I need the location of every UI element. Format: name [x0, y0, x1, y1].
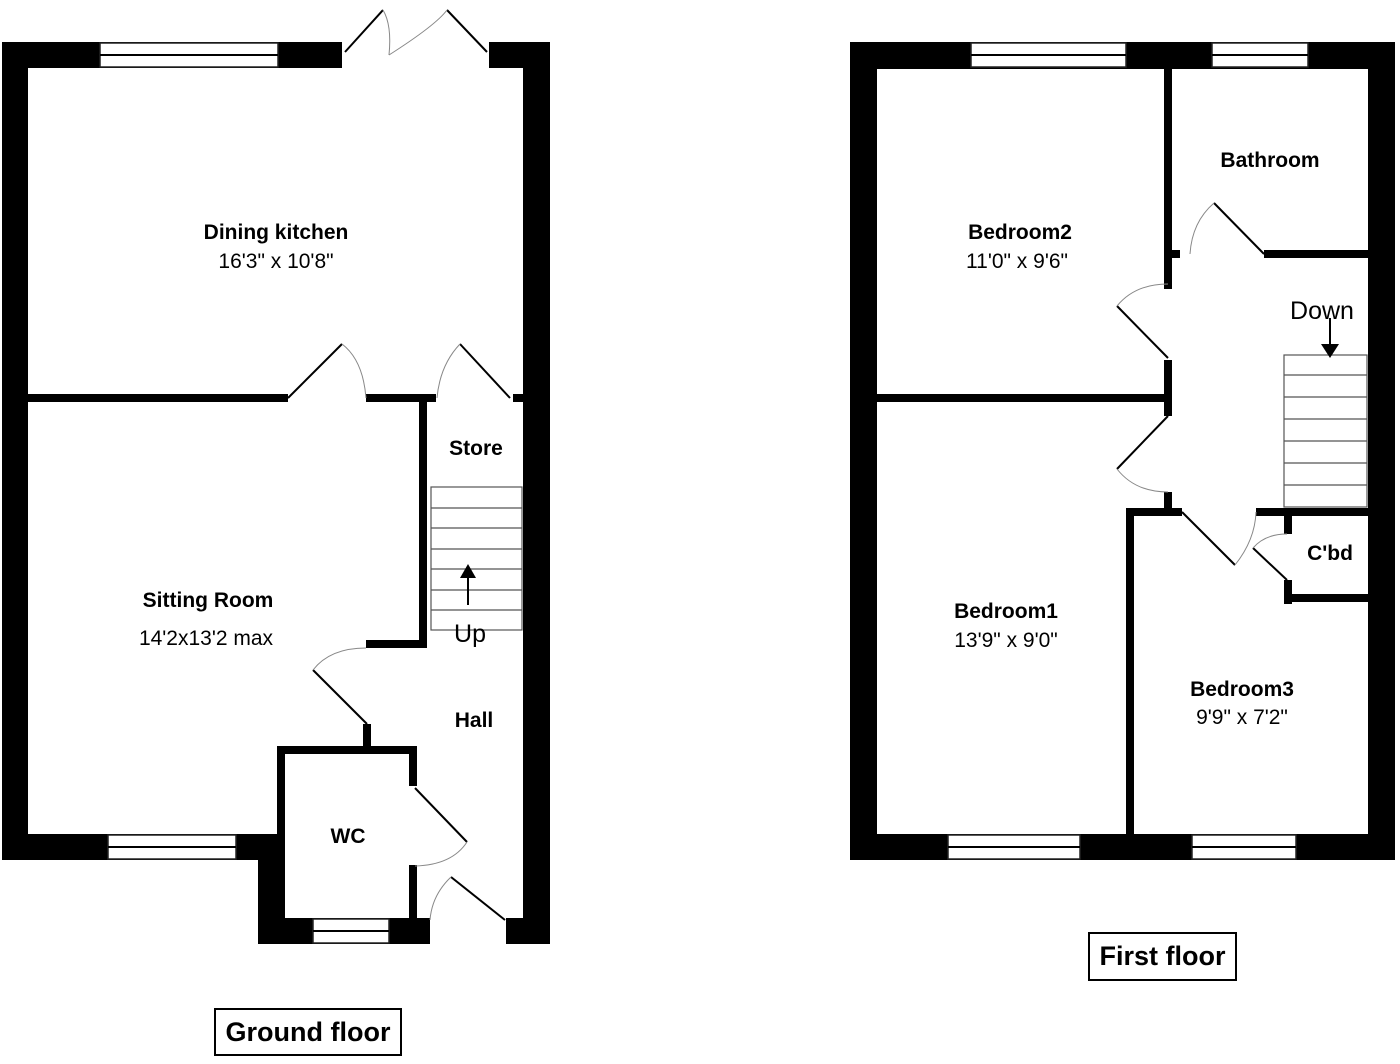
wall-cbd-west-top [1284, 512, 1292, 534]
door-bedroom1 [1116, 415, 1169, 493]
door-cupboard [1252, 533, 1288, 581]
wall-wc-west [277, 746, 285, 926]
floor-label-ground: Ground floor [214, 1008, 402, 1056]
room-name-dining-kitchen: Dining kitchen [204, 221, 349, 244]
door-bedroom2 [1116, 283, 1169, 359]
stairs-label-up: Up [454, 620, 486, 648]
wall-sitting-hall-stub [363, 724, 371, 750]
wall-bed1-bed3 [1126, 508, 1134, 834]
window-sitting [107, 834, 237, 860]
window-bedroom2 [970, 42, 1127, 68]
window-kitchen [99, 42, 279, 68]
wall-bed2-landing [1164, 360, 1172, 416]
door-front [429, 876, 506, 921]
room-name-cupboard: C'bd [1307, 542, 1353, 565]
staircase-ground [430, 486, 523, 631]
french-doors [344, 9, 488, 56]
wall-sitting-store [419, 398, 427, 648]
room-size-bedroom3: 9'9" x 7'2" [1196, 706, 1288, 729]
door-kitchen-store [436, 343, 511, 399]
room-size-bedroom1: 13'9" x 9'0" [954, 629, 1058, 652]
room-size-dining-kitchen: 16'3" x 10'8" [218, 250, 333, 273]
wall-south [850, 834, 1395, 860]
room-name-bedroom3: Bedroom3 [1190, 678, 1294, 701]
wall-cbd-south [1284, 594, 1368, 602]
wall-east [1368, 42, 1395, 860]
floor-label-first: First floor [1088, 932, 1237, 981]
door-bathroom [1189, 202, 1265, 255]
wall-wc-north [277, 746, 417, 754]
wall-kitchen-sitting [28, 394, 288, 402]
wall-bath-landing [1264, 250, 1368, 258]
wall-wc-east-top [409, 746, 417, 786]
wall-hall-south [506, 918, 550, 944]
window-bedroom1 [947, 834, 1081, 860]
wall-kitchen-store [366, 394, 436, 402]
wall-bed2-bath [1164, 67, 1172, 289]
room-name-bathroom: Bathroom [1220, 149, 1319, 172]
room-name-store: Store [449, 437, 503, 460]
first-floor-plan: Bedroom2 11'0" x 9'6" Bathroom Bedroom1 … [850, 42, 1395, 860]
room-name-bedroom1: Bedroom1 [954, 600, 1058, 623]
staircase-first [1283, 318, 1368, 508]
window-bathroom [1211, 42, 1309, 68]
wall-bed2-bed1 [877, 394, 1169, 402]
wall-west [850, 42, 877, 860]
wall-east [523, 42, 550, 944]
wall-west [2, 42, 28, 860]
wall-bed3-north [1126, 508, 1182, 516]
room-name-wc: WC [331, 825, 366, 848]
room-name-sitting-room: Sitting Room [143, 589, 274, 612]
wall-sitting-hall [366, 640, 427, 648]
ground-floor-plan: Dining kitchen 16'3" x 10'8" Sitting Roo… [2, 9, 550, 944]
door-kitchen-sitting [287, 343, 367, 399]
room-size-bedroom2: 11'0" x 9'6" [966, 250, 1068, 273]
room-name-hall: Hall [455, 709, 494, 732]
room-name-bedroom2: Bedroom2 [968, 221, 1072, 244]
door-bedroom3 [1181, 511, 1257, 566]
wall-stub [513, 394, 523, 402]
stairs-label-down: Down [1290, 297, 1354, 325]
wall-cbd-north [1256, 508, 1368, 516]
door-sitting-hall [312, 647, 368, 725]
wall-cbd-west-bottom [1284, 580, 1292, 604]
room-size-sitting-room: 14'2x13'2 max [139, 627, 274, 650]
window-wc [312, 918, 390, 944]
door-wc [414, 787, 468, 867]
wall-wc-east-bottom [409, 865, 417, 925]
window-bedroom3 [1191, 834, 1297, 860]
wall-bed1-stub [1164, 492, 1172, 512]
wall-bath-stub [1164, 250, 1180, 258]
